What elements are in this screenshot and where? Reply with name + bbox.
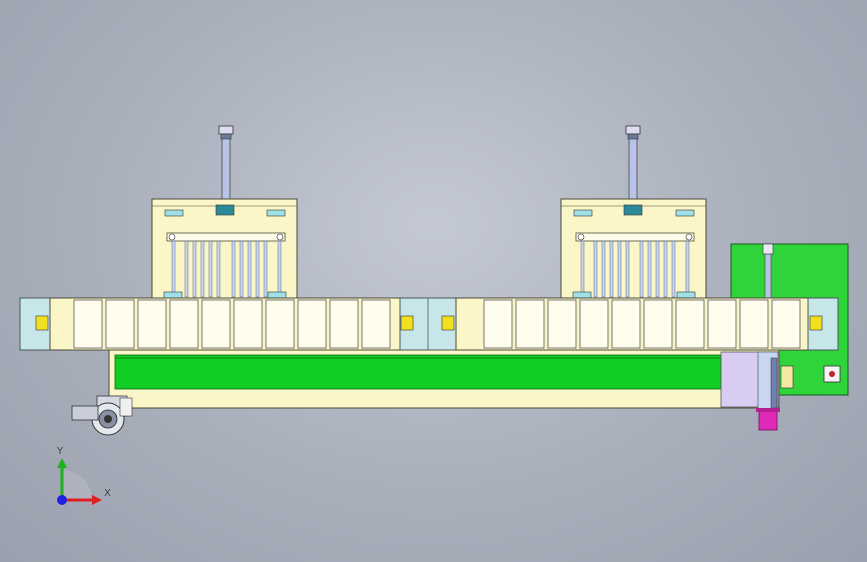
pink-cylinder-icon	[758, 409, 778, 431]
axis-triad: Y X	[56, 446, 111, 505]
x-axis-label: X	[104, 488, 111, 499]
conveyor-base[interactable]	[108, 347, 780, 431]
rod-end-cap-icon	[625, 125, 641, 135]
rod-end-cap-icon	[218, 125, 234, 135]
upper-rail[interactable]	[19, 297, 839, 351]
press-station-left[interactable]	[151, 125, 298, 300]
z-axis-dot-icon	[57, 495, 67, 505]
press-station-right[interactable]	[560, 125, 707, 300]
gear-motor-icon[interactable]	[71, 395, 133, 436]
y-axis-label: Y	[56, 446, 64, 457]
